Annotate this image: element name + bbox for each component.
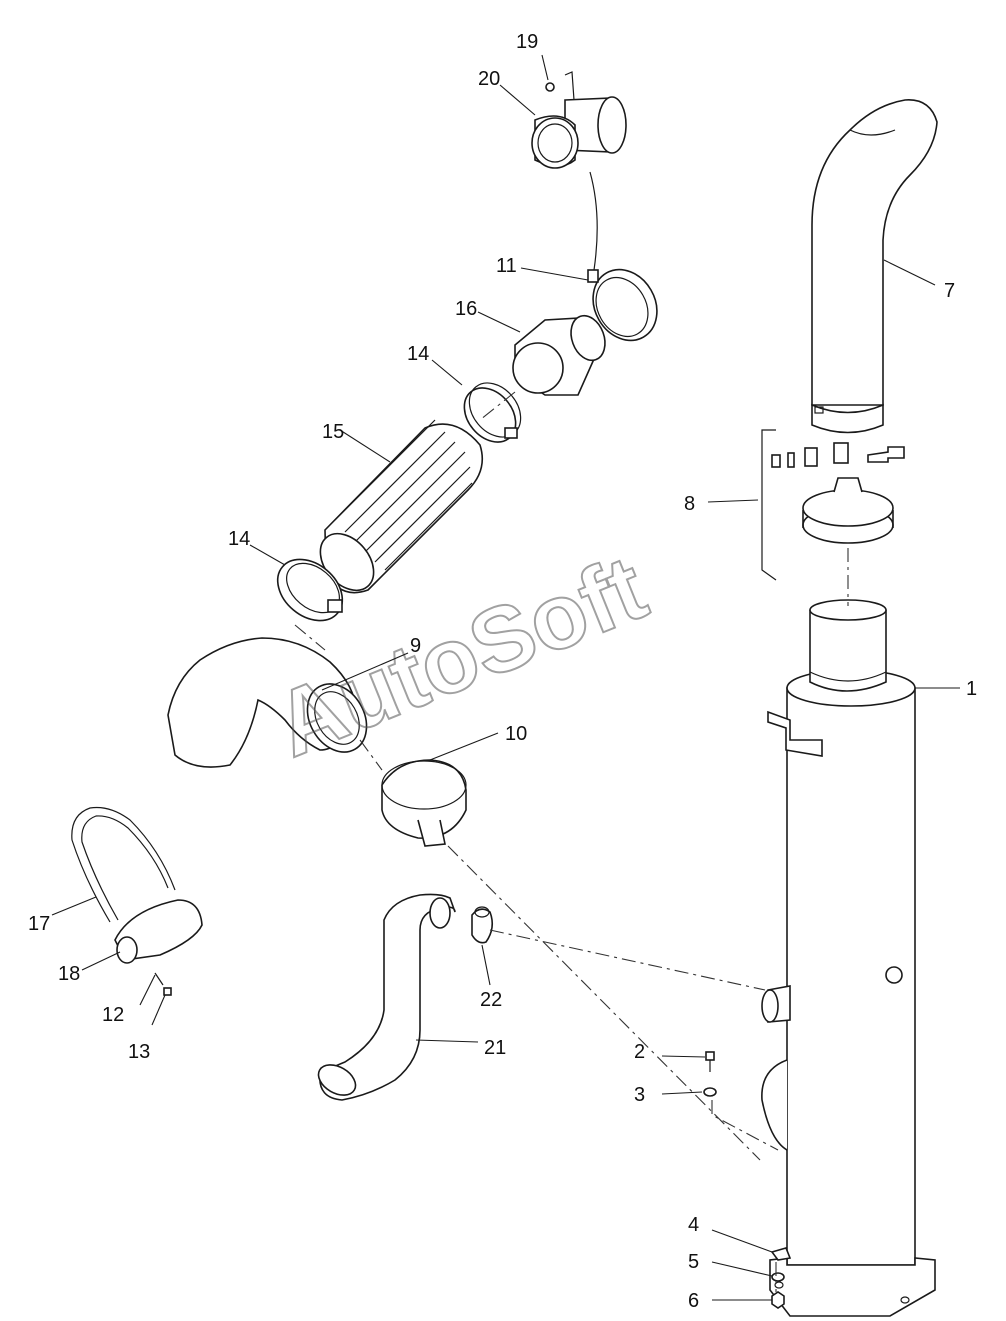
callout-11: 11 <box>496 255 517 277</box>
assembly-centerlines <box>294 391 849 1292</box>
callout-13: 13 <box>128 1041 150 1063</box>
part-4-bracket <box>770 1247 792 1261</box>
part-5-washer <box>771 1272 785 1282</box>
callout-1: 1 <box>966 678 977 700</box>
part-20-turbo-adapter <box>531 71 627 169</box>
part-2-bolt <box>705 1051 715 1072</box>
callout-labels: 1 2 3 4 5 6 7 8 9 10 11 12 13 14 14 15 1… <box>28 31 977 1312</box>
callout-14-upper: 14 <box>407 343 429 365</box>
part-3-washer <box>703 1087 717 1097</box>
part-14-clamp-lower <box>276 558 344 622</box>
part-21-intake-pipe <box>317 893 456 1101</box>
callout-4: 4 <box>688 1214 699 1236</box>
callout-6: 6 <box>688 1290 699 1312</box>
callout-5: 5 <box>688 1251 699 1273</box>
callout-17: 17 <box>28 913 50 935</box>
callout-14-lower: 14 <box>228 528 250 550</box>
part-10-band-clamp <box>381 759 467 847</box>
part-13-nut <box>163 987 172 996</box>
part-9-elbow-pipe <box>167 637 368 768</box>
callout-12: 12 <box>102 1004 124 1026</box>
callout-7: 7 <box>944 280 955 302</box>
part-15-flex-bellows <box>319 419 484 594</box>
callout-10: 10 <box>505 723 527 745</box>
leader-lines <box>51 54 960 1301</box>
part-8-clamp-kit <box>761 429 905 581</box>
callout-20: 20 <box>478 68 500 90</box>
part-7-exhaust-stack <box>811 99 938 434</box>
callout-3: 3 <box>634 1084 645 1106</box>
part-14-clamp-upper <box>463 382 522 443</box>
part-6-nut <box>771 1291 785 1309</box>
part-22-small-clamp <box>471 906 494 944</box>
part-1-muffler <box>761 599 936 1317</box>
callout-19: 19 <box>516 31 538 53</box>
part-16-adapter-pipe <box>512 314 606 396</box>
callout-15: 15 <box>322 421 344 443</box>
callout-22: 22 <box>480 989 502 1011</box>
part-19-bolt <box>545 82 555 92</box>
part-17-rain-cap-hoop <box>71 806 176 923</box>
part-12-pin <box>154 972 164 986</box>
callout-18: 18 <box>58 963 80 985</box>
part-11-band-clamp <box>587 268 658 342</box>
callout-9: 9 <box>410 635 421 657</box>
callout-16: 16 <box>455 298 477 320</box>
callout-2: 2 <box>634 1041 645 1063</box>
callout-8: 8 <box>684 493 695 515</box>
callout-21: 21 <box>484 1037 506 1059</box>
part-18-rain-cap <box>114 899 203 964</box>
flex-wire <box>589 171 598 271</box>
